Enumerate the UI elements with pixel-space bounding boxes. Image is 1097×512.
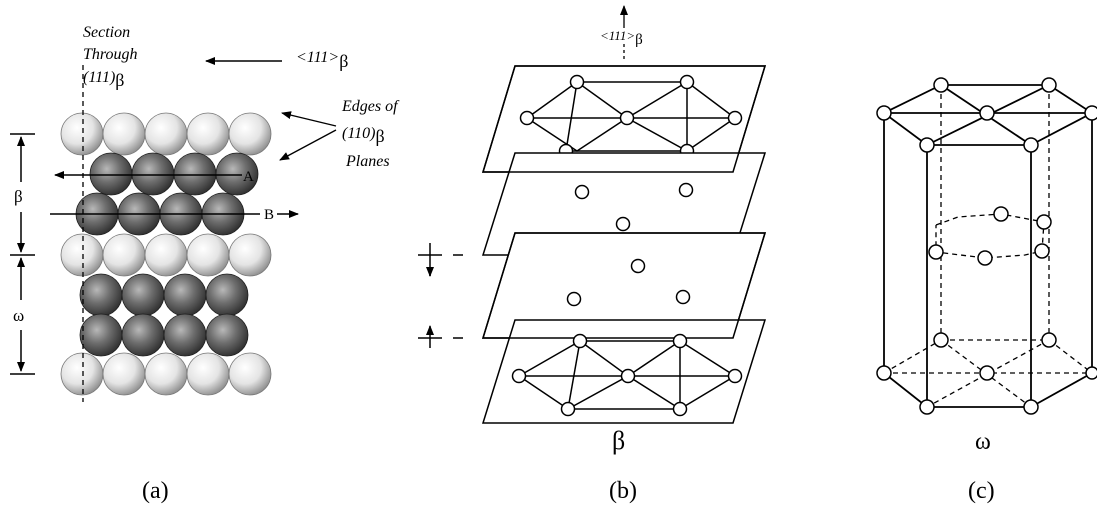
atom: [630, 258, 646, 274]
light-sphere: [228, 233, 272, 277]
light-sphere: [102, 233, 146, 277]
atom: [511, 368, 527, 384]
atom: [1085, 366, 1097, 380]
dark-sphere: [163, 273, 207, 317]
light-sphere: [102, 112, 146, 156]
atom: [569, 74, 585, 90]
atom: [727, 368, 743, 384]
section-label-line1: Section: [83, 24, 130, 41]
atom: [876, 105, 892, 121]
plane-1-atoms: [519, 74, 743, 159]
atom: [672, 401, 688, 417]
panel-a: A B Section Through (111)β <111>β Edges …: [10, 24, 400, 504]
b-structure-label: β: [612, 426, 625, 455]
section-label-line2: Through: [83, 46, 138, 63]
atom: [675, 289, 691, 305]
atom: [678, 182, 694, 198]
caption-c: (c): [968, 478, 995, 504]
plane-3-atoms: [566, 258, 691, 307]
atom: [993, 206, 1009, 222]
c-structure-label: ω: [975, 429, 991, 455]
plane-2-atoms: [574, 182, 694, 232]
plane-4-atoms: [511, 333, 743, 417]
line-b-label: B: [264, 207, 274, 223]
dark-sphere: [79, 313, 123, 357]
dark-sphere: [205, 313, 249, 357]
atom: [620, 368, 636, 384]
atom: [1023, 399, 1039, 415]
dark-sphere: [215, 152, 259, 196]
omega-dimension-label: ω: [13, 306, 24, 325]
atom: [979, 105, 995, 121]
dark-sphere: [173, 152, 217, 196]
atom: [560, 401, 576, 417]
atom: [919, 137, 935, 153]
atom: [572, 333, 588, 349]
light-sphere: [186, 112, 230, 156]
light-sphere: [60, 112, 104, 156]
edges-label-line2: (110)β: [342, 125, 385, 146]
light-sphere: [60, 233, 104, 277]
light-sphere: [144, 233, 188, 277]
dark-sphere: [163, 313, 207, 357]
atom: [566, 291, 582, 307]
dark-sphere: [121, 313, 165, 357]
section-label-line3: (111)β: [83, 69, 124, 90]
atom: [672, 333, 688, 349]
light-sphere: [228, 112, 272, 156]
light-sphere: [186, 233, 230, 277]
dark-sphere: [79, 273, 123, 317]
sphere-stack: [60, 112, 272, 396]
atom: [1023, 137, 1039, 153]
caption-b: (b): [609, 478, 637, 504]
atom: [619, 110, 635, 126]
edges-arrow-upper: [281, 111, 337, 127]
visible-edges: [882, 84, 1094, 408]
atom: [1036, 214, 1052, 230]
atom: [1084, 105, 1097, 121]
light-sphere: [60, 352, 104, 396]
atom: [727, 110, 743, 126]
atom: [928, 244, 944, 260]
collapse-markers: [418, 243, 463, 348]
light-sphere: [228, 352, 272, 396]
atom: [919, 399, 935, 415]
b-direction-label: <111>β: [600, 28, 643, 48]
atom: [1034, 243, 1050, 259]
light-sphere: [102, 352, 146, 396]
atom: [1041, 332, 1057, 348]
line-a-label: A: [243, 169, 254, 185]
atom: [1041, 77, 1057, 93]
dark-sphere: [121, 273, 165, 317]
edges-label-line1: Edges of: [341, 98, 400, 115]
atom: [933, 77, 949, 93]
atom: [933, 332, 949, 348]
light-sphere: [144, 112, 188, 156]
dark-sphere: [89, 152, 133, 196]
edges-arrow-lower: [279, 129, 337, 161]
atom: [679, 74, 695, 90]
panel-c: ω (c): [876, 77, 1097, 504]
atom: [615, 216, 631, 232]
edges-label-line3: Planes: [345, 153, 390, 170]
atom: [519, 110, 535, 126]
atom: [979, 365, 995, 381]
caption-a: (a): [142, 478, 169, 504]
atom: [574, 184, 590, 200]
beta-dimension-label: β: [14, 187, 23, 206]
dark-sphere: [131, 152, 175, 196]
panel-b: <111>β: [418, 5, 767, 504]
atom: [977, 250, 993, 266]
omega-atoms: [876, 77, 1097, 415]
direction-label: <111>β: [296, 49, 348, 71]
light-sphere: [186, 352, 230, 396]
atom: [876, 365, 892, 381]
light-sphere: [144, 352, 188, 396]
stacking-dimensions: [10, 133, 35, 375]
hidden-edges: [883, 85, 1093, 408]
dark-sphere: [205, 273, 249, 317]
